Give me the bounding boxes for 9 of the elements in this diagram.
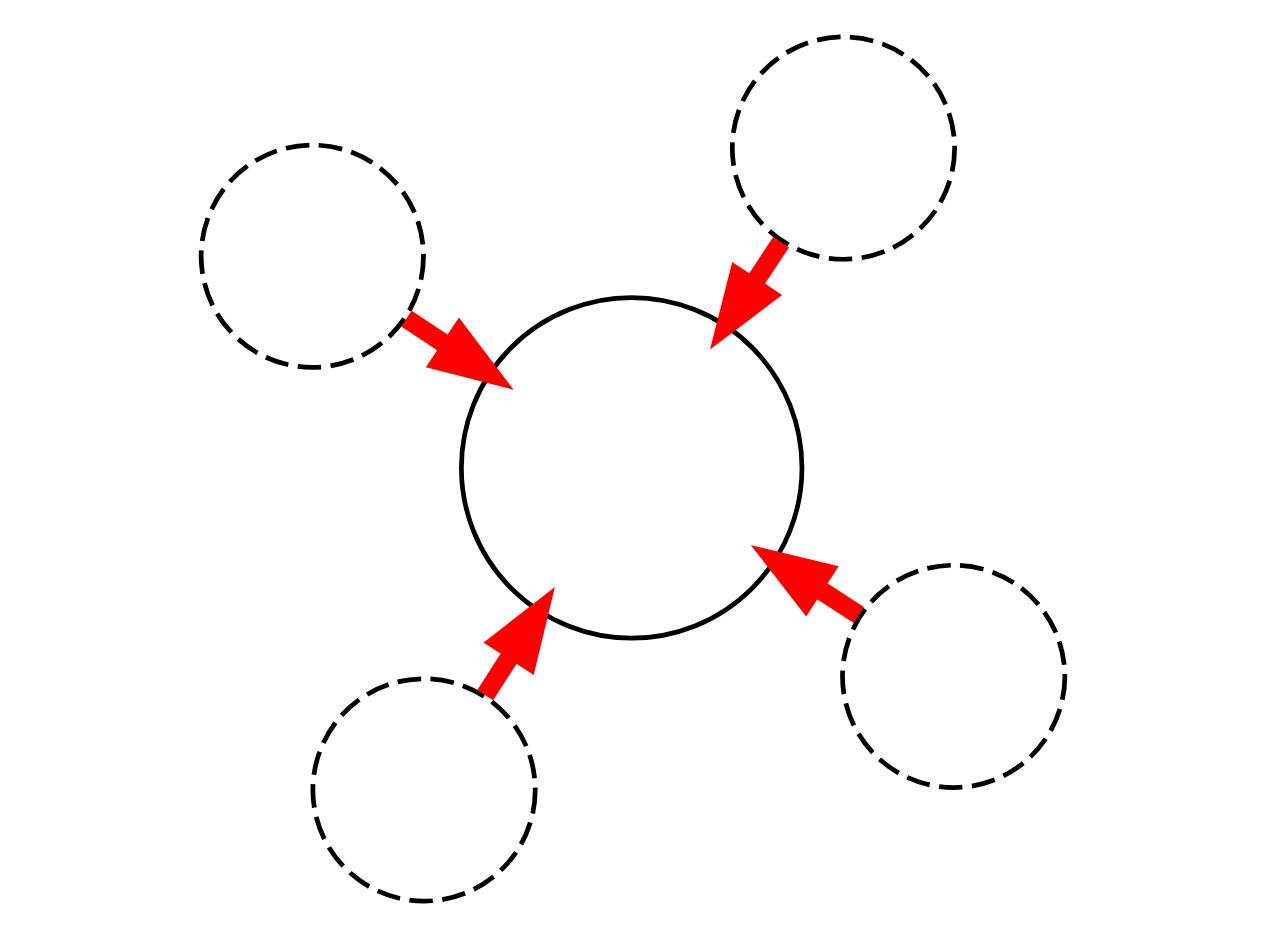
node-circle	[729, 33, 957, 261]
arrow	[710, 236, 789, 349]
node-circle	[198, 141, 426, 369]
node-circle	[840, 561, 1068, 789]
node-circle	[310, 675, 538, 903]
arrow	[401, 309, 514, 389]
arrow	[750, 544, 864, 622]
arrow	[477, 585, 555, 700]
node-circle	[459, 294, 805, 640]
